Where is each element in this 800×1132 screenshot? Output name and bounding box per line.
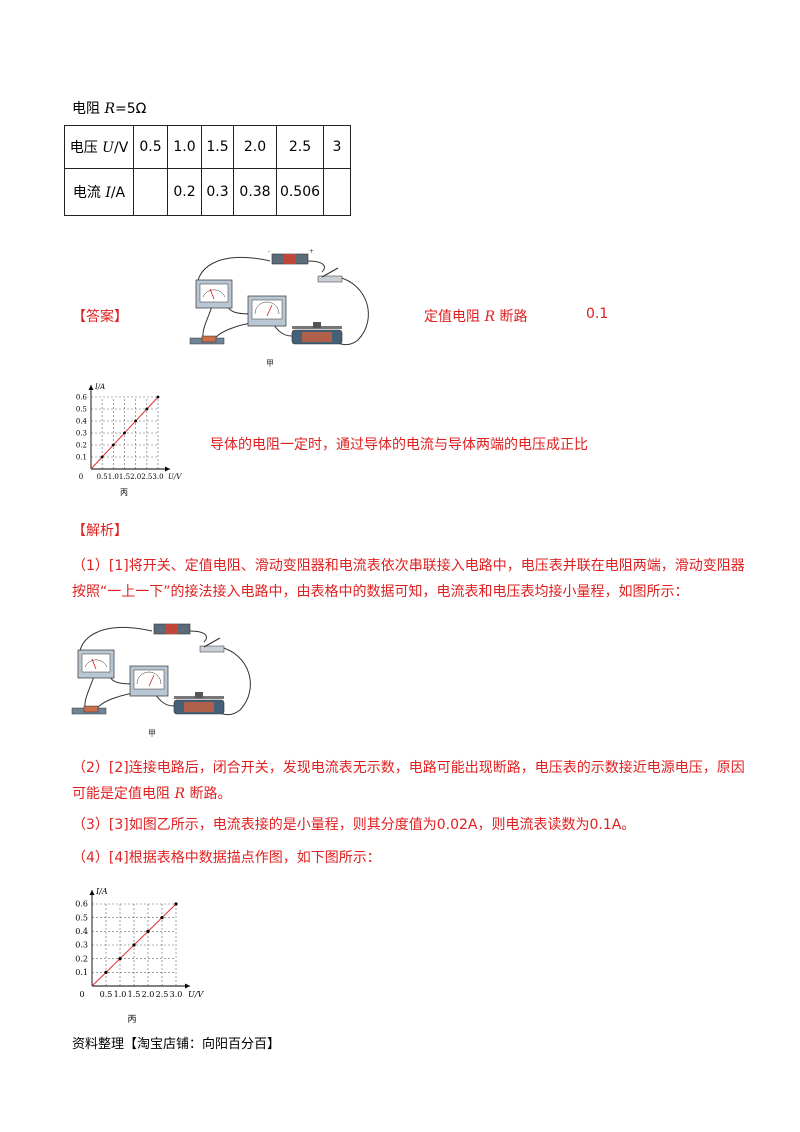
data-point: [111, 443, 115, 447]
y-tick-label: 0.3: [76, 429, 87, 437]
resistor-icon: [189, 335, 225, 345]
x-tick-label: 2.5: [141, 473, 152, 481]
row-label-voltage: 电压 U/V: [64, 125, 134, 169]
table-cell: 0.506: [276, 168, 324, 216]
y-tick-label: 0.1: [76, 453, 87, 461]
data-point: [174, 902, 178, 906]
x-tick-label: 1.0: [114, 990, 127, 999]
table-cell: 1.5: [201, 125, 234, 169]
circuit-diagram: - + 甲: [189, 248, 369, 368]
x-tick-label: 2.5: [156, 990, 169, 999]
x-tick-label: 3.0: [152, 473, 163, 481]
data-point: [100, 455, 104, 459]
analysis-paragraph-1: （1）[1]将开关、定值电阻、滑动变阻器和电流表依次串联接入电路中，电压表并联在…: [72, 558, 745, 600]
x-axis-arrow: [165, 466, 170, 472]
analysis-paragraph-4: （4）[4]根据表格中数据描点作图，如下图所示：: [72, 850, 381, 866]
data-point: [134, 419, 138, 423]
x-tick-label: 2.0: [142, 990, 155, 999]
origin-label: 0: [79, 990, 84, 999]
analysis-paragraph-3: （3）[3]如图乙所示，电流表接的是小量程，则其分度值为0.02A，则电流表读数…: [72, 817, 636, 833]
footer-source: 资料整理【淘宝店铺：向阳百分百】: [72, 1037, 281, 1052]
switch-icon: [317, 267, 343, 283]
table-row: 电压 U/V 0.5 1.0 1.5 2.0 2.5 3: [64, 125, 351, 169]
rheostat-icon: [291, 322, 343, 345]
table-cell: 2.5: [276, 125, 324, 169]
answer-reading: 0.1: [586, 306, 609, 322]
table-cell: 2.0: [233, 125, 277, 169]
table-cell: [323, 168, 351, 216]
analysis-tag: 【解析】: [72, 523, 128, 539]
table-cell: 3: [323, 125, 351, 169]
y-axis-label: I/A: [95, 887, 108, 896]
data-table: 电压 U/V 0.5 1.0 1.5 2.0 2.5 3 电流 I/A 0.2 …: [64, 125, 351, 216]
switch-icon: [199, 637, 225, 653]
svg-text:+: +: [309, 248, 314, 255]
y-tick-label: 0.5: [76, 405, 87, 413]
table-cell: 0.2: [167, 168, 202, 216]
y-tick-label: 0.1: [75, 968, 88, 977]
table-row: 电流 I/A 0.2 0.3 0.38 0.506: [64, 168, 351, 216]
voltmeter-icon: [247, 295, 287, 327]
x-axis-label: U/V: [188, 990, 204, 999]
svg-text:-: -: [268, 248, 270, 255]
row-label-current: 电流 I/A: [64, 168, 134, 216]
figure-label-jia: 甲: [266, 359, 274, 368]
data-point: [118, 957, 122, 961]
answer-fault: 定值电阻 R 断路: [424, 309, 528, 325]
voltmeter-icon: [129, 665, 169, 697]
table-cell: [133, 168, 168, 216]
x-tick-label: 1.5: [119, 473, 130, 481]
data-point: [145, 407, 149, 411]
y-axis-arrow: [88, 385, 94, 390]
y-tick-label: 0.3: [75, 941, 88, 950]
data-point: [156, 395, 160, 399]
ammeter-icon: [77, 649, 115, 679]
data-point: [104, 970, 108, 974]
data-point: [146, 929, 150, 933]
battery-icon: [153, 623, 191, 635]
y-tick-label: 0.6: [76, 393, 88, 401]
y-tick-label: 0.5: [75, 913, 88, 922]
data-point: [132, 943, 136, 947]
table-cell: 0.5: [133, 125, 168, 169]
y-tick-label: 0.4: [76, 417, 88, 425]
circuit-diagram-analysis: 甲: [71, 623, 251, 738]
x-axis-arrow: [185, 983, 190, 989]
y-tick-label: 0.2: [75, 954, 88, 963]
x-tick-label: 0.5: [100, 990, 113, 999]
answer-conclusion: 导体的电阻一定时，通过导体的电流与导体两端的电压成正比: [210, 437, 588, 453]
table-cell: 0.38: [233, 168, 277, 216]
x-axis-label: U/V: [168, 473, 182, 481]
data-point: [160, 916, 164, 920]
y-axis-arrow: [89, 890, 95, 895]
x-tick-label: 2.0: [130, 473, 141, 481]
origin-label: 0: [79, 473, 83, 481]
ammeter-icon: [195, 279, 233, 309]
x-tick-label: 1.5: [128, 990, 141, 999]
y-tick-label: 0.6: [75, 900, 88, 909]
y-axis-label: I/A: [94, 383, 105, 391]
data-point: [123, 431, 126, 435]
x-tick-label: 3.0: [170, 990, 183, 999]
y-tick-label: 0.4: [75, 927, 88, 936]
answer-tag: 【答案】: [72, 309, 128, 325]
x-tick-label: 1.0: [108, 473, 119, 481]
figure-label-jia: 甲: [148, 729, 156, 738]
figure-label-bing: 丙: [127, 1014, 136, 1025]
table-cell: 1.0: [167, 125, 202, 169]
battery-icon: - +: [268, 248, 314, 265]
resistance-caption: 电阻 R=5Ω: [72, 101, 147, 117]
y-tick-label: 0.2: [76, 441, 87, 449]
x-tick-label: 0.5: [97, 473, 108, 481]
figure-label-bing: 丙: [120, 488, 128, 497]
analysis-paragraph-2: （2）[2]连接电路后，闭合开关，发现电流表无示数，电路可能出现断路，电压表的示…: [72, 760, 745, 802]
rheostat-icon: [173, 692, 225, 715]
resistor-icon: [71, 705, 107, 715]
table-cell: 0.3: [201, 168, 234, 216]
